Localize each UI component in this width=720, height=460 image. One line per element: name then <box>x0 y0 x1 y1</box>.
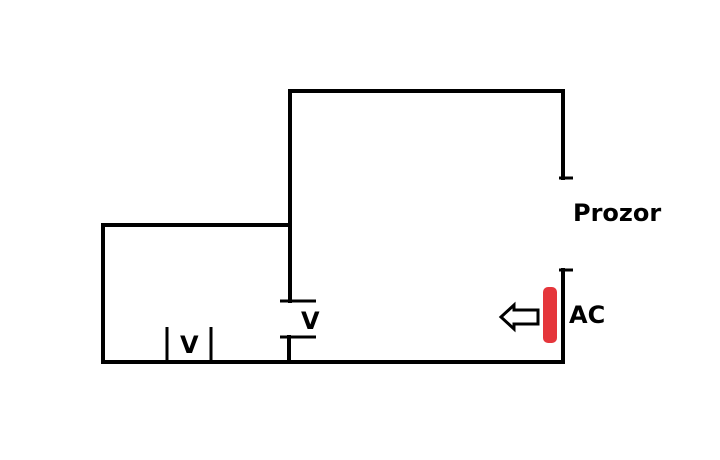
middle-wall <box>287 89 292 364</box>
ac-unit <box>543 287 557 343</box>
door-middle-label: V <box>301 307 320 335</box>
ac-label: AC <box>569 301 605 329</box>
door-left-label: V <box>180 331 199 359</box>
door-middle <box>280 299 316 339</box>
window-label: Prozor <box>573 199 661 227</box>
arrow-left-icon <box>498 301 540 333</box>
right-room <box>289 89 565 364</box>
door-left <box>165 327 213 362</box>
left-room <box>101 223 291 364</box>
window <box>559 176 573 272</box>
